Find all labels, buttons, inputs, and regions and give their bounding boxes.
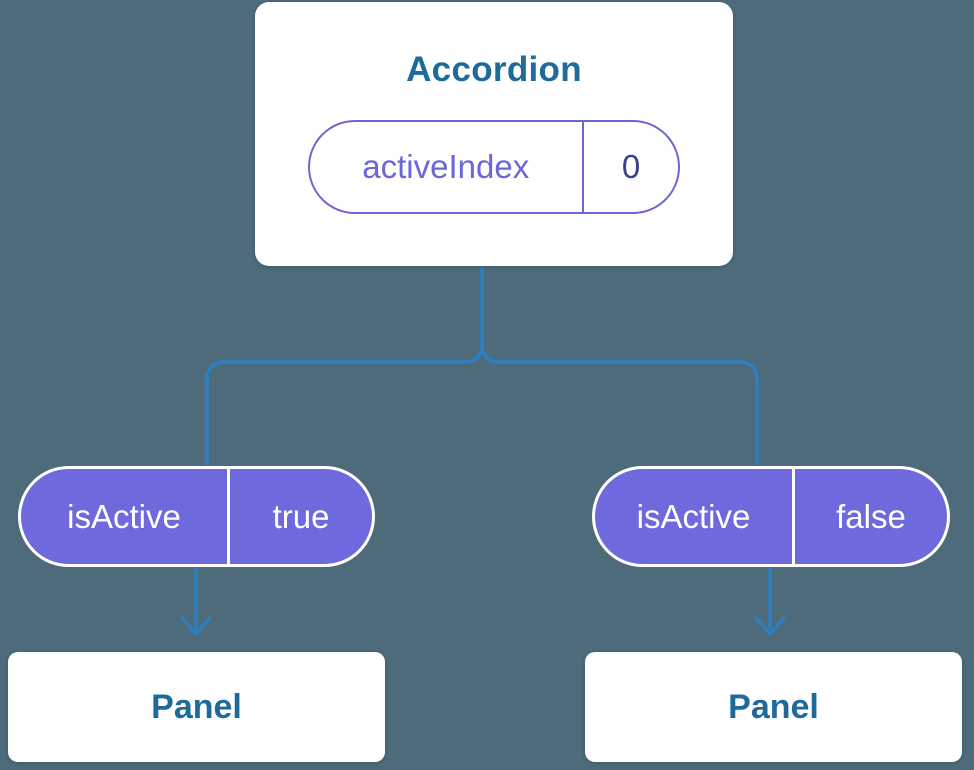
is-active-pill-right: isActive false (592, 466, 950, 567)
accordion-title: Accordion (406, 50, 582, 89)
panel-label: Panel (151, 687, 242, 726)
state-name-label: isActive (636, 497, 751, 535)
connector-right-branch (480, 266, 759, 466)
accordion-node: Accordion activeIndex 0 (255, 2, 733, 266)
arrow-right-head-icon (754, 616, 786, 636)
panel-node-right: Panel (585, 652, 962, 762)
prop-name-label: activeIndex (362, 148, 530, 185)
active-index-pill: activeIndex 0 (308, 120, 680, 214)
panel-label: Panel (728, 687, 819, 726)
pill-divider (227, 469, 230, 564)
state-name-label: isActive (67, 497, 181, 535)
prop-value-label: 0 (621, 148, 641, 185)
panel-node-left: Panel (8, 652, 385, 762)
state-value-label: false (836, 497, 906, 535)
connector-left-branch (205, 266, 484, 466)
arrow-left-head-icon (180, 616, 212, 636)
pill-divider (581, 122, 584, 212)
pill-divider (792, 469, 795, 564)
is-active-pill-left: isActive true (18, 466, 375, 567)
state-value-label: true (272, 497, 330, 535)
